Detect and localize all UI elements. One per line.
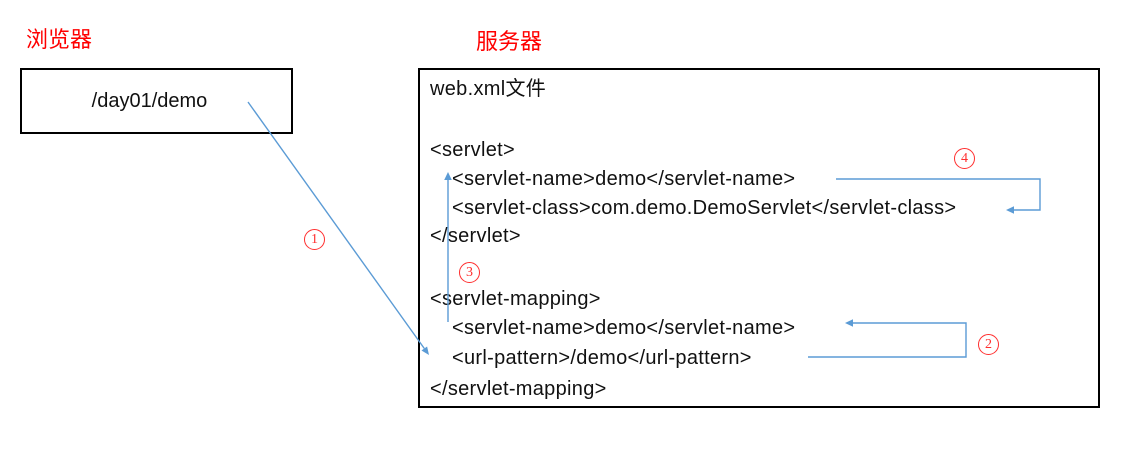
xml-line-servlet-name-2: <servlet-name>demo</servlet-name> (452, 317, 796, 339)
step-4-badge: 4 (954, 148, 975, 169)
xml-line-servlet-mapping-open: <servlet-mapping> (430, 288, 601, 310)
step-1-badge: 1 (304, 229, 325, 250)
step-2-badge: 2 (978, 334, 999, 355)
xml-line-servlet-open: <servlet> (430, 139, 515, 161)
browser-box: /day01/demo (20, 68, 293, 134)
request-url-text: /day01/demo (91, 89, 208, 112)
webxml-file-title: web.xml文件 (430, 78, 547, 100)
arrow-step-1 (247, 101, 429, 355)
xml-line-servlet-close: </servlet> (430, 225, 521, 247)
xml-line-servlet-name-1: <servlet-name>demo</servlet-name> (452, 168, 796, 190)
step-3-badge: 3 (459, 262, 480, 283)
xml-line-servlet-mapping-close: </servlet-mapping> (430, 378, 607, 400)
xml-line-servlet-class: <servlet-class>com.demo.DemoServlet</ser… (452, 197, 957, 219)
browser-zone-title: 浏览器 (26, 27, 93, 52)
xml-line-url-pattern: <url-pattern>/demo</url-pattern> (452, 347, 752, 369)
server-zone-title: 服务器 (476, 29, 543, 54)
